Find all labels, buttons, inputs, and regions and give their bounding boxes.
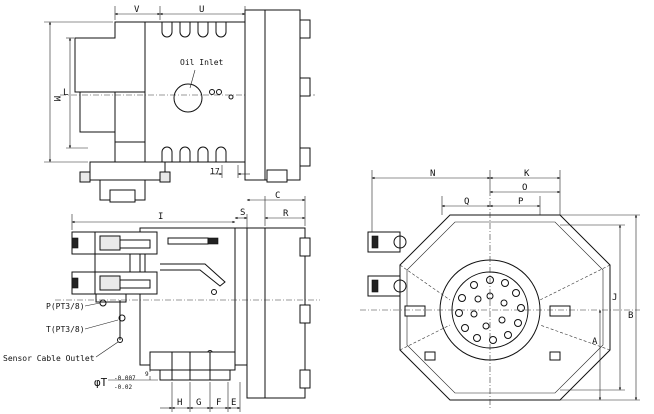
dim-r-label: R bbox=[283, 209, 289, 219]
dim-n-label: N bbox=[430, 169, 435, 179]
dim-c-label: C bbox=[275, 191, 280, 201]
dim-h-label: H bbox=[177, 398, 182, 408]
sensor-cable-label: Sensor Cable Outlet bbox=[3, 354, 95, 363]
dim-p-label: P bbox=[518, 197, 524, 207]
phi-t-label: φT bbox=[94, 376, 108, 389]
p-port-label: P(PT3/8) bbox=[46, 302, 85, 311]
dim-l-label: L bbox=[63, 88, 68, 98]
dim-a-label: A bbox=[592, 337, 598, 347]
dim-m-label: M bbox=[51, 96, 61, 102]
top-side-view bbox=[44, 6, 315, 203]
dimension-labels: V U M L Oil Inlet 17 S C R I P(PT3/8) T(… bbox=[3, 5, 633, 408]
dim-i-label: I bbox=[158, 212, 163, 222]
bottom-connector bbox=[89, 161, 166, 181]
dim-e-label: E bbox=[231, 398, 236, 408]
dim-v-label: V bbox=[134, 5, 140, 15]
flange-plate bbox=[244, 9, 266, 181]
lever-handle bbox=[167, 237, 209, 245]
oil-inlet-label: Oil Inlet bbox=[180, 58, 224, 67]
t-port-label: T(PT3/8) bbox=[46, 325, 85, 334]
top-slots bbox=[145, 21, 245, 38]
dim-u-label: U bbox=[199, 5, 204, 15]
dim-s-label: S bbox=[240, 208, 245, 218]
oil-inlet-port bbox=[173, 83, 203, 113]
housing-body bbox=[144, 21, 246, 163]
dim-q-label: Q bbox=[464, 197, 469, 207]
tolerance-lower: -0.02 bbox=[114, 384, 132, 391]
dim-k-label: K bbox=[524, 169, 530, 179]
dim-b-label: B bbox=[628, 311, 633, 321]
dim-g-label: G bbox=[196, 398, 201, 408]
front-view bbox=[55, 196, 320, 412]
pipe bbox=[160, 263, 226, 287]
valve-block-2 bbox=[114, 91, 146, 143]
dim-9-label: 9 bbox=[145, 371, 149, 378]
dim-f-label: F bbox=[216, 398, 221, 408]
tolerance-upper: -0.007 bbox=[114, 375, 136, 382]
dim-j-label: J bbox=[612, 293, 617, 303]
dim-17-label: 17 bbox=[210, 167, 220, 176]
valve-block bbox=[79, 91, 116, 133]
flange-face bbox=[264, 9, 301, 181]
end-view bbox=[360, 170, 640, 408]
dim-o-label: O bbox=[522, 183, 527, 193]
front-flange bbox=[264, 227, 306, 399]
left-housing bbox=[74, 21, 145, 163]
bottom-slots bbox=[161, 146, 227, 162]
